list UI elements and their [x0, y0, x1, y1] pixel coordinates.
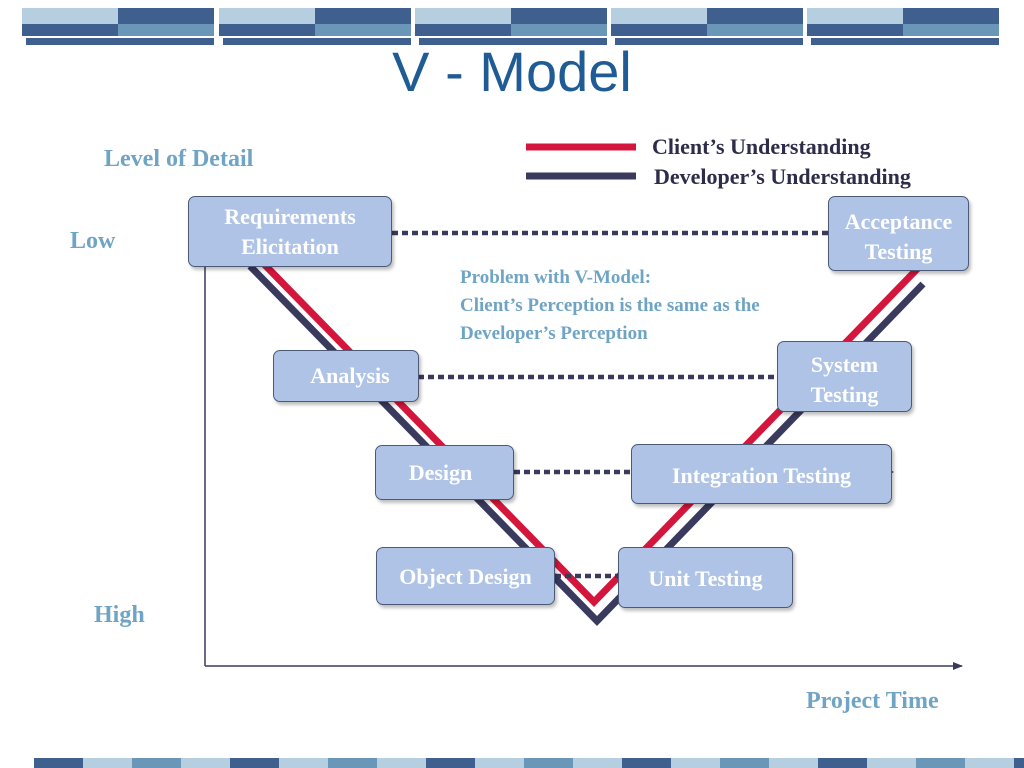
unit-testing-label: Unit Testing — [648, 566, 763, 591]
banner-block — [22, 8, 118, 24]
banner-block — [965, 758, 1014, 768]
banner-block — [219, 8, 315, 24]
object-design-label: Object Design — [399, 564, 532, 589]
banner-block — [26, 38, 214, 45]
y-axis-label: Level of Detail — [104, 146, 254, 172]
requirements-elicitation-line-1: Requirements — [224, 204, 356, 229]
banner-block — [903, 8, 999, 24]
banner-block — [807, 8, 903, 24]
banner-block — [118, 24, 214, 36]
banner-block — [426, 758, 475, 768]
problem-note-line-3: Developer’s Perception — [460, 323, 648, 344]
banner-block — [315, 8, 411, 24]
banner-block — [230, 758, 279, 768]
integration-testing-box: Integration Testing — [631, 444, 892, 504]
y-axis-low-label: Low — [70, 228, 116, 254]
requirements-elicitation-box: Requirements Elicitation — [188, 196, 392, 267]
unit-testing-box: Unit Testing — [618, 547, 793, 608]
banner-block — [707, 24, 803, 36]
legend-client-label: Client’s Understanding — [652, 134, 871, 159]
banner-block — [622, 758, 671, 768]
banner-block — [769, 758, 818, 768]
banner-block — [22, 24, 118, 36]
banner-block — [811, 38, 999, 45]
banner-block — [419, 38, 607, 45]
problem-note-line-1: Problem with V-Model: — [460, 267, 652, 288]
banner-block — [1014, 758, 1024, 768]
banner-block — [611, 24, 707, 36]
banner-block — [511, 8, 607, 24]
banner-block — [83, 758, 132, 768]
system-testing-line-1: System — [810, 352, 879, 377]
slide-title: V - Model — [392, 40, 632, 103]
banner-block — [720, 758, 769, 768]
requirements-elicitation-line-2: Elicitation — [241, 234, 339, 259]
system-testing-line-2: Testing — [810, 382, 879, 407]
banner-block — [573, 758, 622, 768]
banner-block — [377, 758, 426, 768]
design-box: Design — [375, 445, 514, 500]
banner-block — [34, 758, 83, 768]
top-banner — [22, 8, 999, 45]
banner-block — [223, 38, 411, 45]
banner-block — [916, 758, 965, 768]
object-design-box: Object Design — [376, 547, 555, 605]
design-label: Design — [408, 460, 473, 485]
analysis-box: Analysis — [273, 350, 419, 402]
banner-block — [615, 38, 803, 45]
banner-block — [415, 24, 511, 36]
integration-testing-label: Integration Testing — [671, 463, 852, 488]
bottom-banner — [34, 758, 1024, 768]
system-testing-box: System Testing — [777, 341, 912, 412]
banner-block — [524, 758, 573, 768]
y-axis-high-label: High — [94, 602, 145, 628]
acceptance-testing-box: Acceptance Testing — [828, 196, 969, 271]
banner-block — [279, 758, 328, 768]
banner-block — [903, 24, 999, 36]
banner-block — [671, 758, 720, 768]
banner-block — [415, 8, 511, 24]
banner-block — [219, 24, 315, 36]
banner-block — [511, 24, 607, 36]
banner-block — [132, 758, 181, 768]
banner-block — [315, 24, 411, 36]
problem-note: Problem with V-Model: Client’s Perceptio… — [460, 264, 760, 348]
problem-note-line-2: Client’s Perception is the same as the — [460, 295, 760, 316]
acceptance-testing-line-2: Testing — [864, 239, 933, 264]
banner-block — [807, 24, 903, 36]
legend-developer-label: Developer’s Understanding — [654, 164, 911, 189]
banner-block — [707, 8, 803, 24]
banner-block — [818, 758, 867, 768]
banner-block — [475, 758, 524, 768]
x-axis-label: Project Time — [806, 688, 939, 714]
banner-block — [328, 758, 377, 768]
banner-block — [118, 8, 214, 24]
banner-block — [611, 8, 707, 24]
banner-block — [867, 758, 916, 768]
banner-block — [181, 758, 230, 768]
acceptance-testing-line-1: Acceptance — [844, 209, 953, 234]
analysis-label: Analysis — [310, 363, 390, 388]
